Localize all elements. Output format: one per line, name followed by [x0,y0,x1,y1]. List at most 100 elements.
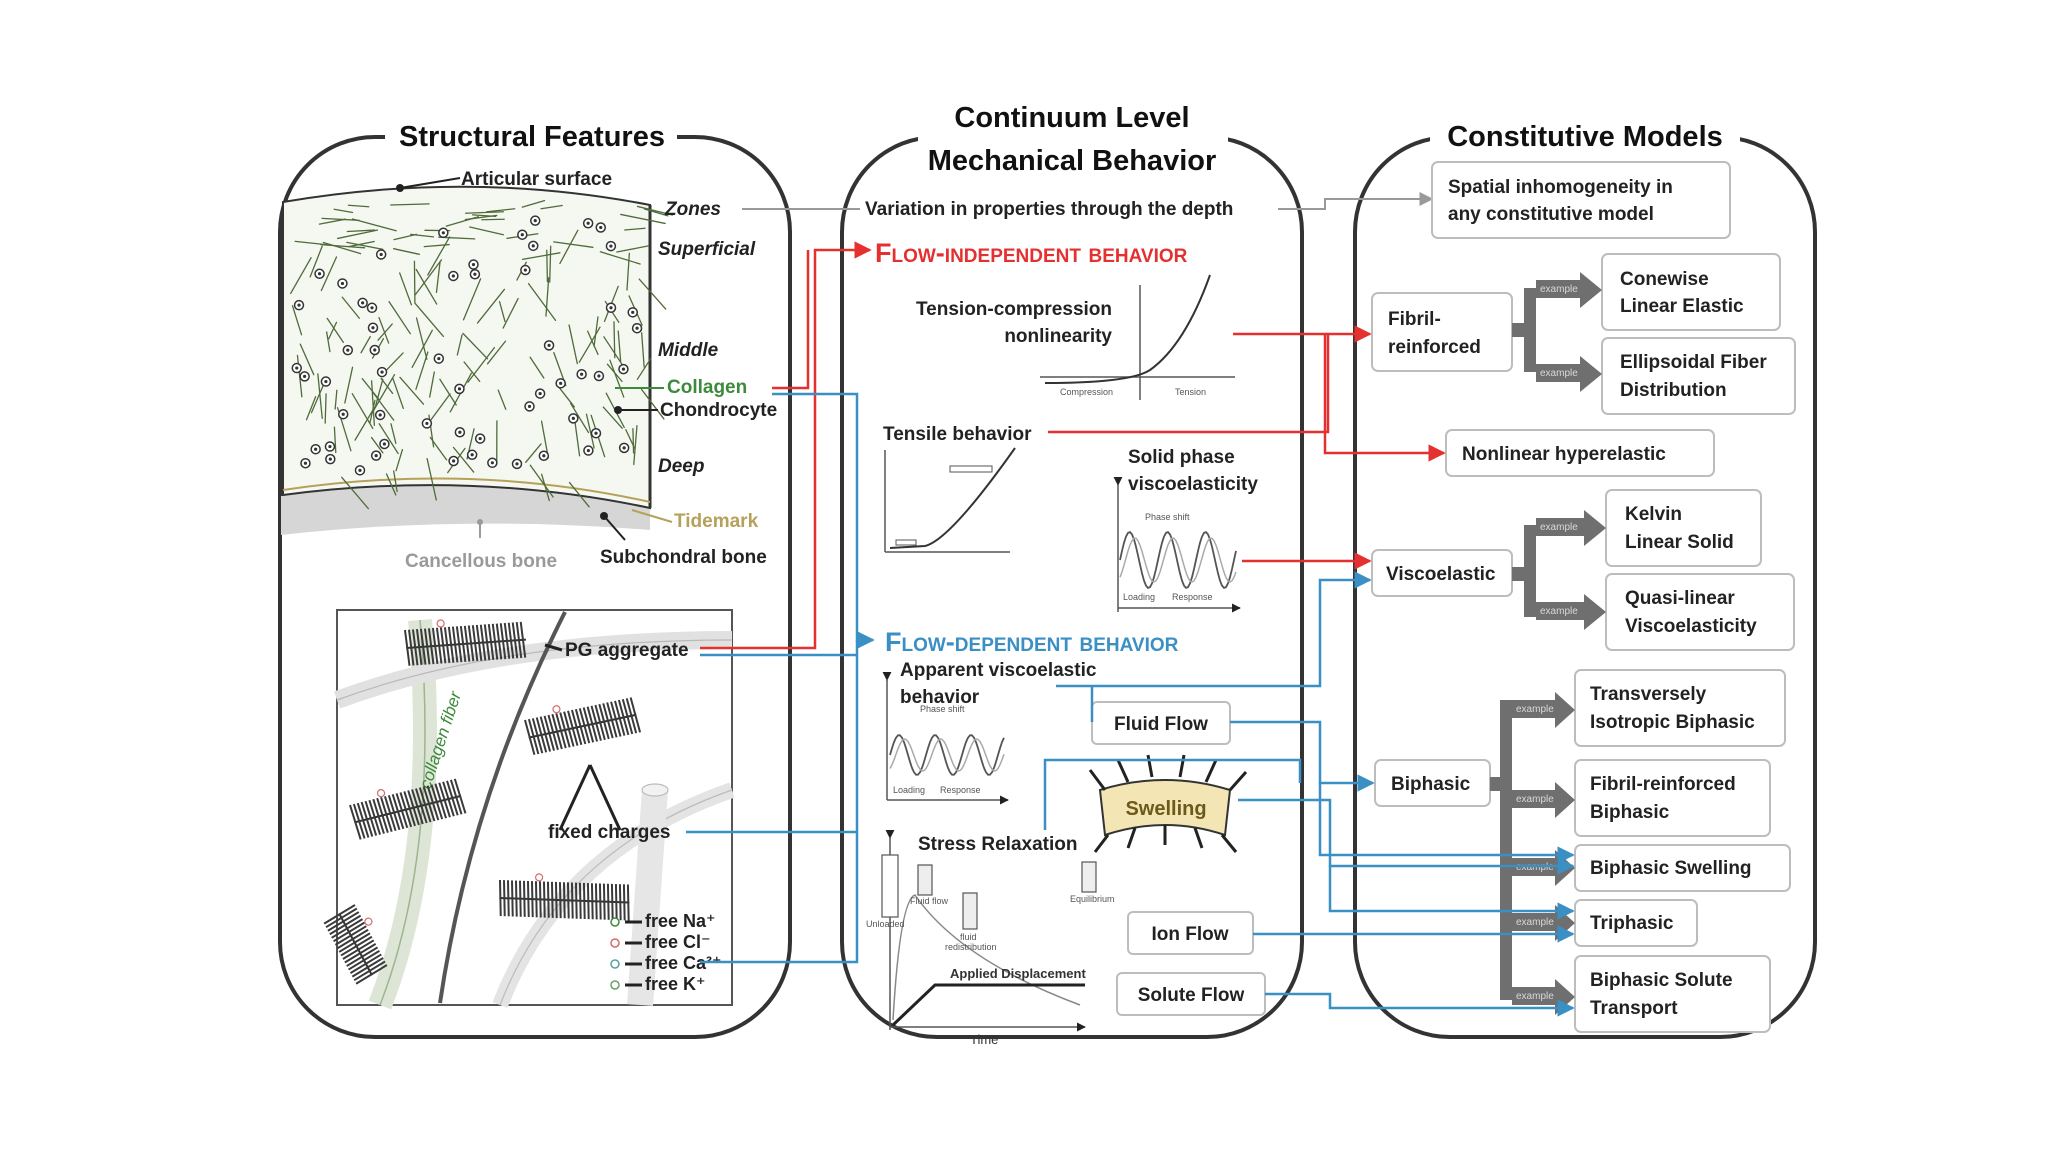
nonlinear-hyperelastic-box [1445,429,1715,477]
connector-depth-spatial [1278,192,1434,210]
label-tidemark: Tidemark [674,511,759,532]
constitutive-title: Constitutive Models [1447,121,1723,153]
ion-label: free Cl⁻ [645,932,711,952]
solid-visco-line2: viscoelasticity [1128,474,1258,495]
red-connector-tensile [1048,334,1330,434]
kelvin-line1: Kelvin [1625,504,1682,525]
label-subchondral-bone: Subchondral bone [600,547,767,568]
solid-visco-plot: Phase shift Loading Response [1113,476,1241,613]
biphasic-example-tree [1490,692,1575,1015]
pg-aggregates [323,619,642,985]
ion-legend: free Na⁺free Cl⁻free Ca²⁺free K⁺ [610,911,722,994]
blue-connector-stress-relax [1043,758,1302,830]
fluid-flow-small-label: Fluid flow [910,896,949,906]
loading-label-2: Loading [893,785,925,795]
ion-label: free Ca²⁺ [645,953,722,973]
blue-connector-fluid-to-biphasic [1230,720,1375,792]
swelling-graphic: Swelling [1088,754,1248,853]
continuum-title-line1: Continuum Level [954,102,1189,134]
spatial-line1: Spatial inhomogeneity in [1448,177,1673,198]
conewise-line1: Conewise [1620,269,1709,290]
depth-variation-label: Variation in properties through the dept… [865,199,1233,220]
stress-relaxation-plot: Unloaded Fluid flow fluid redistribution… [866,829,1115,1047]
label-zones: Zones [664,199,721,220]
biphasic-label: Biphasic [1391,774,1471,795]
example-label: example [1540,522,1578,533]
loading-label-1: Loading [1123,592,1155,602]
frb-line2: Biphasic [1590,802,1670,823]
example-label: example [1516,794,1554,805]
blue-connector-swelling-to-bs [1238,798,1575,875]
spatial-inhomogeneity-box [1431,161,1731,239]
red-connector-collagen-to-fi [772,250,810,390]
bst-box [1574,955,1771,1033]
stress-relaxation-label: Stress Relaxation [918,834,1077,855]
fibril-line1: Fibril- [1388,309,1441,330]
unloaded-label: Unloaded [866,919,905,929]
blue-connector-apparent-to-visco [1056,571,1372,688]
tensile-plot [884,447,1016,553]
flow-dependent-title: Flow-dependent behavior [885,627,1179,657]
blue-connector-collagen-to-fd [772,392,875,649]
equilibrium-label: Equilibrium [1070,894,1115,904]
label-fixed-charges: fixed charges [548,822,671,843]
ion-label: free Na⁺ [645,911,716,931]
response-label-2: Response [940,785,981,795]
fluid-redistribution-line1: fluid [960,932,977,942]
blue-connector-ions [700,640,859,964]
solid-visco-line1: Solid phase [1128,447,1235,468]
cartilage-section [281,185,673,535]
apparent-visco-line1: Apparent viscoelastic [900,660,1097,681]
ellipsoidal-line2: Distribution [1620,380,1727,401]
visco-example-tree [1512,510,1606,630]
phase-shift-label-1: Phase shift [1145,512,1190,522]
applied-displacement-label: Applied Displacement [950,966,1086,981]
example-label: example [1516,991,1554,1002]
fluid-flow-label: Fluid Flow [1114,714,1208,735]
tensile-behavior-label: Tensile behavior [883,424,1032,445]
kelvin-line2: Linear Solid [1625,532,1734,553]
ion-flow-label: Ion Flow [1151,924,1228,945]
cancellous-bone-region [281,481,650,535]
phase-shift-label-2: Phase shift [920,704,965,714]
fibril-line2: reinforced [1388,337,1481,358]
blue-connector-to-triphasic [1328,866,1575,920]
qlv-line2: Viscoelasticity [1625,616,1757,637]
bst-line2: Transport [1590,998,1678,1019]
blue-connector-fluid-to-bs [1318,783,1575,864]
time-axis-label: Time [970,1032,998,1047]
qlv-line1: Quasi-linear [1625,588,1735,609]
fibril-example-tree [1512,272,1602,392]
blue-connector-solute-to-bst [1265,992,1575,1017]
ellipsoidal-line1: Ellipsoidal Fiber [1620,352,1767,373]
flow-independent-title: Flow-independent behavior [875,238,1188,268]
ellipsoidal-box [1601,337,1796,415]
apparent-visco-plot: Phase shift Loading Response [882,671,1009,805]
conewise-line2: Linear Elastic [1620,296,1744,317]
label-deep: Deep [658,456,704,477]
tib-line2: Isotropic Biphasic [1590,712,1755,733]
nonlinear-hyperelastic-label: Nonlinear hyperelastic [1462,444,1666,465]
tension-tick-label: Tension [1175,387,1206,397]
example-label: example [1516,917,1554,928]
label-middle: Middle [658,340,719,361]
example-label: example [1540,606,1578,617]
frb-line1: Fibril-reinforced [1590,774,1736,795]
structural-title: Structural Features [399,121,665,153]
label-pg-aggregate: PG aggregate [565,640,689,661]
viscoelastic-label: Viscoelastic [1386,564,1496,585]
apparent-visco-line2: behavior [900,687,980,708]
example-label: example [1516,704,1554,715]
fibril-reinforced-box [1371,292,1513,372]
red-connector-to-nonlinear [1323,334,1446,462]
continuum-title-line2: Mechanical Behavior [928,145,1217,177]
example-label: example [1516,862,1554,873]
response-label-1: Response [1172,592,1213,602]
label-collagen: Collagen [667,377,747,398]
ion-label: free K⁺ [645,974,706,994]
label-articular-surface: Articular surface [461,169,612,190]
kelvin-box [1605,489,1762,567]
collagen-fibers [290,199,673,510]
fluid-redistribution-line2: redistribution [945,942,997,952]
